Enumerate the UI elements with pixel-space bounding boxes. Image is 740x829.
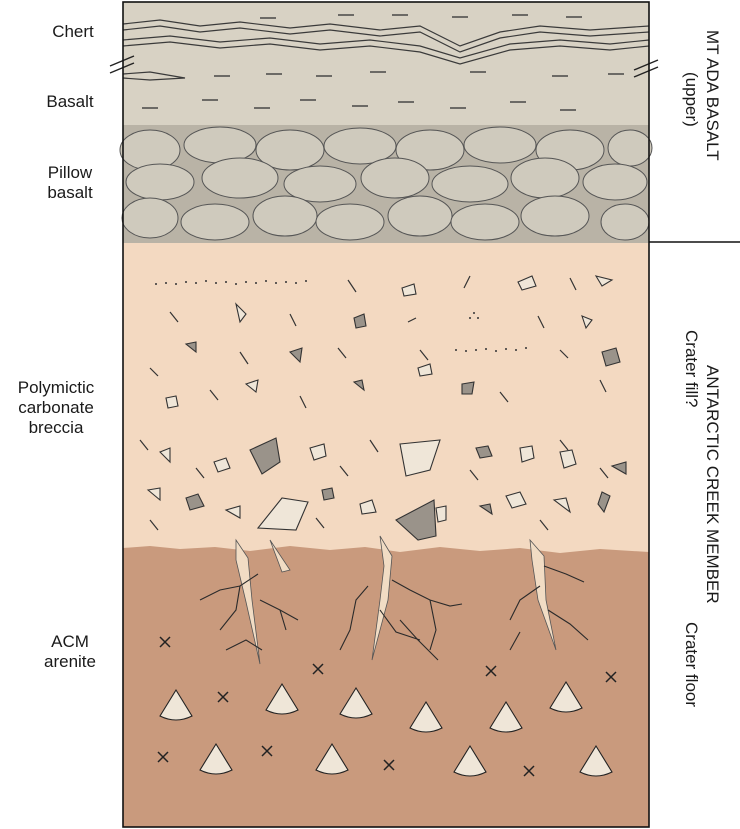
label-arenite-line1: ACM (51, 632, 89, 651)
label-breccia-line1: Polymictic (17, 378, 95, 397)
label-breccia: Polymictic carbonate breccia (0, 378, 112, 438)
label-breccia-line3: breccia (28, 418, 84, 437)
label-pillow-basalt: Pillow basalt (30, 163, 110, 203)
chert-bands (122, 19, 650, 81)
label-arenite-line2: arenite (44, 652, 96, 671)
label-pillow-basalt-line2: basalt (47, 183, 93, 202)
injection-veins (235, 535, 557, 665)
pillows (119, 126, 653, 241)
crack-networks (199, 565, 589, 661)
label-breccia-line2: carbonate (18, 398, 94, 417)
label-pillow-basalt-line1: Pillow (47, 163, 93, 182)
breccia-ticks (139, 275, 609, 531)
break-marks (109, 55, 659, 78)
breccia-dots (155, 280, 527, 352)
shatter-cones (159, 680, 613, 777)
label-arenite: ACM arenite (30, 632, 110, 672)
basalt-dashes (142, 14, 624, 111)
arenite-layer (123, 546, 649, 827)
breccia-clasts-light (146, 275, 614, 531)
column-frame (122, 1, 650, 828)
label-basalt: Basalt (46, 92, 94, 111)
x-marks (157, 636, 617, 777)
breccia-clasts-dark (184, 313, 627, 541)
label-chert: Chert (52, 22, 94, 41)
